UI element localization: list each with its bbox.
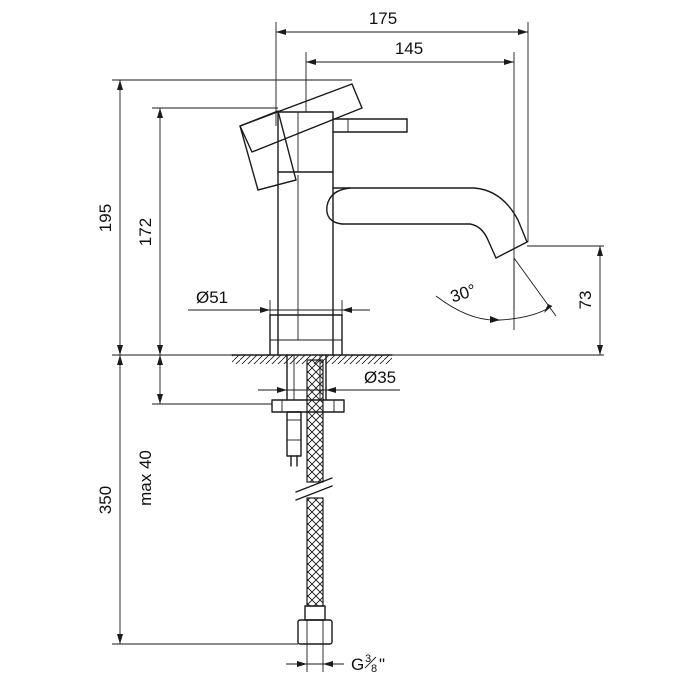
dimension-175	[276, 29, 528, 35]
connection-denominator: 8	[371, 663, 377, 675]
dimension-145	[306, 59, 514, 65]
label-d35: Ø35	[364, 368, 396, 387]
dimension-195	[117, 80, 123, 355]
dimension-max40	[157, 355, 163, 404]
label-d51: Ø51	[196, 288, 228, 307]
label-350: 350	[96, 486, 115, 514]
mounting-shank	[271, 354, 345, 467]
extension-lines	[112, 22, 604, 645]
dimension-73	[597, 246, 603, 355]
lever-handle	[239, 83, 408, 191]
dimension-d35	[258, 387, 400, 393]
connection-suffix: "	[379, 655, 385, 674]
label-73: 73	[576, 291, 595, 310]
dimension-connection	[286, 644, 344, 672]
dimension-d51	[188, 300, 370, 320]
dimension-350	[117, 355, 123, 644]
dimension-172	[157, 108, 163, 355]
connection-numerator: 3	[365, 653, 371, 665]
faucet-body	[269, 171, 343, 356]
dimension-angle-30	[435, 257, 557, 330]
spout	[326, 187, 528, 259]
label-195: 195	[96, 204, 115, 232]
label-145: 145	[395, 39, 423, 58]
label-max40: max 40	[136, 450, 155, 506]
connection-prefix: G	[351, 655, 364, 674]
flexible-hose	[295, 359, 333, 645]
label-connection-thread: G 3 8 "	[351, 653, 385, 675]
label-172: 172	[136, 218, 155, 246]
label-30-degrees: 30°	[448, 280, 478, 306]
label-175: 175	[369, 9, 397, 28]
